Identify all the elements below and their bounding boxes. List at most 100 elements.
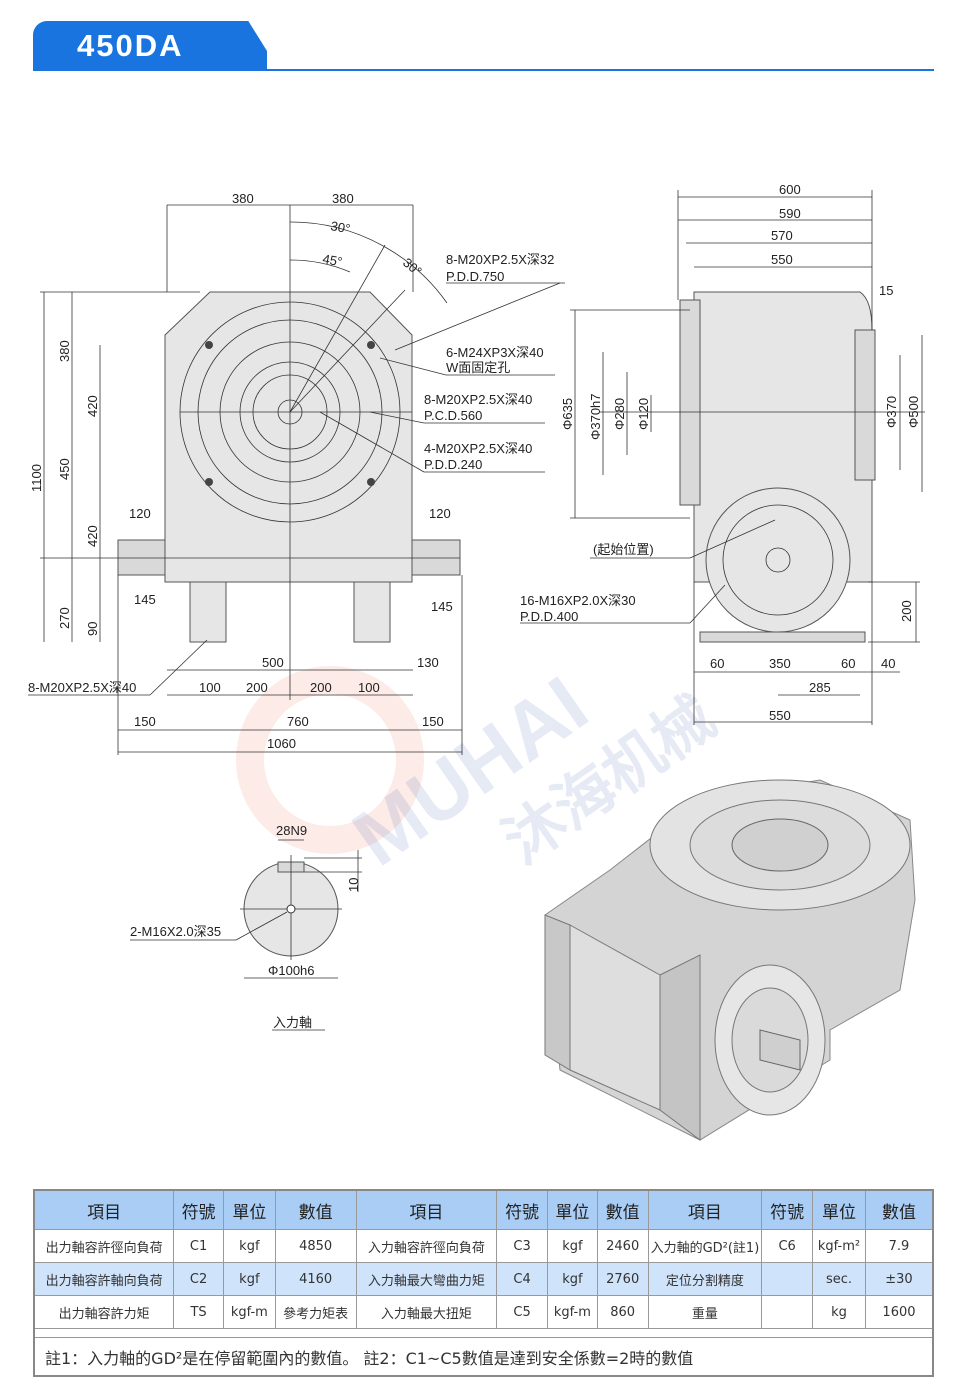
input-shaft-view: 28N9 10 2-M16X2.0深35 Φ100h6 入力軸 (130, 823, 362, 1031)
svg-text:8-M20XP2.5X深40: 8-M20XP2.5X深40 (28, 680, 136, 695)
col-header: 單位 (222, 1189, 276, 1230)
svg-text:8-M20XP2.5X深32: 8-M20XP2.5X深32 (446, 252, 554, 267)
table-cell: 4160 (274, 1262, 357, 1296)
svg-text:420: 420 (85, 395, 100, 417)
svg-text:P.D.D.240: P.D.D.240 (424, 457, 482, 472)
table-cell: kgf (546, 1262, 598, 1296)
svg-text:W面固定孔: W面固定孔 (446, 360, 510, 375)
front-view (28, 204, 565, 755)
svg-text:100: 100 (199, 680, 221, 695)
svg-text:P.C.D.560: P.C.D.560 (424, 408, 482, 423)
table-cell: C2 (173, 1262, 224, 1296)
table-cell: kgf-m² (812, 1229, 866, 1263)
col-header: 項目 (355, 1189, 498, 1230)
svg-text:150: 150 (134, 714, 156, 729)
product-isometric-render (544, 779, 916, 1141)
table-row: 出力軸容許徑向負荷 C1 kgf 4850 入力軸容許徑向負荷 C3 kgf 2… (33, 1229, 934, 1263)
col-header: 項目 (33, 1189, 175, 1230)
table-spacer (34, 1328, 933, 1338)
table-cell: 2760 (596, 1262, 649, 1296)
svg-text:120: 120 (429, 506, 451, 521)
svg-text:200: 200 (310, 680, 332, 695)
col-header: 數值 (864, 1189, 934, 1230)
table-cell: sec. (812, 1262, 866, 1296)
svg-text:60: 60 (841, 656, 855, 671)
table-cell: C5 (496, 1295, 548, 1329)
col-header: 符號 (173, 1189, 224, 1230)
svg-text:350: 350 (769, 656, 791, 671)
svg-text:130: 130 (417, 655, 439, 670)
table-cell: 出力軸容許力矩 (33, 1295, 175, 1329)
table-row: 出力軸容許力矩 TS kgf-m 參考力矩表 入力軸最大扭矩 C5 kgf-m … (33, 1295, 934, 1329)
technical-drawing: MUHAI 沐海机械 (28, 182, 925, 1141)
svg-text:590: 590 (779, 206, 801, 221)
side-view (520, 190, 925, 725)
table-cell: 出力軸容許徑向負荷 (33, 1229, 175, 1263)
svg-text:380: 380 (57, 340, 72, 362)
table-cell (761, 1295, 814, 1329)
table-cell: 7.9 (864, 1229, 934, 1263)
svg-text:Φ500: Φ500 (906, 396, 921, 428)
svg-text:150: 150 (422, 714, 444, 729)
table-cell: 定位分割精度 (647, 1262, 763, 1296)
table-cell: C4 (496, 1262, 548, 1296)
table-cell: kgf (222, 1229, 276, 1263)
col-header: 數值 (274, 1189, 357, 1230)
col-header: 符號 (761, 1189, 814, 1230)
svg-text:120: 120 (129, 506, 151, 521)
svg-text:550: 550 (769, 708, 791, 723)
col-header: 項目 (647, 1189, 763, 1230)
svg-text:200: 200 (246, 680, 268, 695)
svg-text:16-M16XP2.0X深30: 16-M16XP2.0X深30 (520, 593, 636, 608)
svg-text:760: 760 (287, 714, 309, 729)
title-tab (33, 21, 267, 71)
table-cell: 入力軸容許徑向負荷 (355, 1229, 498, 1263)
svg-text:30°: 30° (400, 255, 425, 279)
spec-table: 項目 符號 單位 數值 項目 符號 單位 數值 項目 符號 單位 數值 出力軸容… (33, 1189, 934, 1377)
svg-text:Φ635: Φ635 (560, 398, 575, 430)
svg-text:570: 570 (771, 228, 793, 243)
table-cell: kgf-m (546, 1295, 598, 1329)
table-cell: 入力軸最大彎曲力矩 (355, 1262, 498, 1296)
col-header: 單位 (546, 1189, 598, 1230)
table-cell: 參考力矩表 (274, 1295, 357, 1329)
table-cell: C6 (761, 1229, 814, 1263)
col-header: 單位 (812, 1189, 866, 1230)
table-row: 出力軸容許軸向負荷 C2 kgf 4160 入力軸最大彎曲力矩 C4 kgf 2… (33, 1262, 934, 1296)
svg-text:6-M24XP3X深40: 6-M24XP3X深40 (446, 345, 544, 360)
table-cell (761, 1262, 814, 1296)
svg-text:28N9: 28N9 (276, 823, 307, 838)
table-cell: 1600 (864, 1295, 934, 1329)
table-cell: 4850 (274, 1229, 357, 1263)
col-header: 數值 (596, 1189, 649, 1230)
svg-text:Φ370: Φ370 (884, 396, 899, 428)
svg-text:100: 100 (358, 680, 380, 695)
svg-text:550: 550 (771, 252, 793, 267)
table-cell: 入力軸最大扭矩 (355, 1295, 498, 1329)
svg-text:420: 420 (85, 525, 100, 547)
model-title: 450DA (77, 28, 184, 63)
svg-text:P.D.D.750: P.D.D.750 (446, 269, 504, 284)
svg-text:145: 145 (134, 592, 156, 607)
svg-text:Φ370h7: Φ370h7 (588, 393, 603, 440)
table-cell: ±30 (864, 1262, 934, 1296)
svg-text:145: 145 (431, 599, 453, 614)
table-cell: 860 (596, 1295, 649, 1329)
table-header-row: 項目 符號 單位 數值 項目 符號 單位 數值 項目 符號 單位 數值 (33, 1189, 934, 1230)
svg-text:10: 10 (346, 878, 361, 892)
svg-text:90: 90 (85, 622, 100, 636)
table-cell: 出力軸容許軸向負荷 (33, 1262, 175, 1296)
svg-text:380: 380 (232, 191, 254, 206)
svg-text:285: 285 (809, 680, 831, 695)
table-cell: kgf-m (222, 1295, 276, 1329)
table-cell: 重量 (647, 1295, 763, 1329)
svg-text:P.D.D.400: P.D.D.400 (520, 609, 578, 624)
svg-text:1060: 1060 (267, 736, 296, 751)
svg-text:380: 380 (332, 191, 354, 206)
svg-text:入力軸: 入力軸 (273, 1015, 312, 1030)
svg-text:40: 40 (881, 656, 895, 671)
svg-text:2-M16X2.0深35: 2-M16X2.0深35 (130, 924, 221, 939)
title-rule (33, 69, 934, 71)
svg-text:500: 500 (262, 655, 284, 670)
svg-text:Φ280: Φ280 (612, 398, 627, 430)
